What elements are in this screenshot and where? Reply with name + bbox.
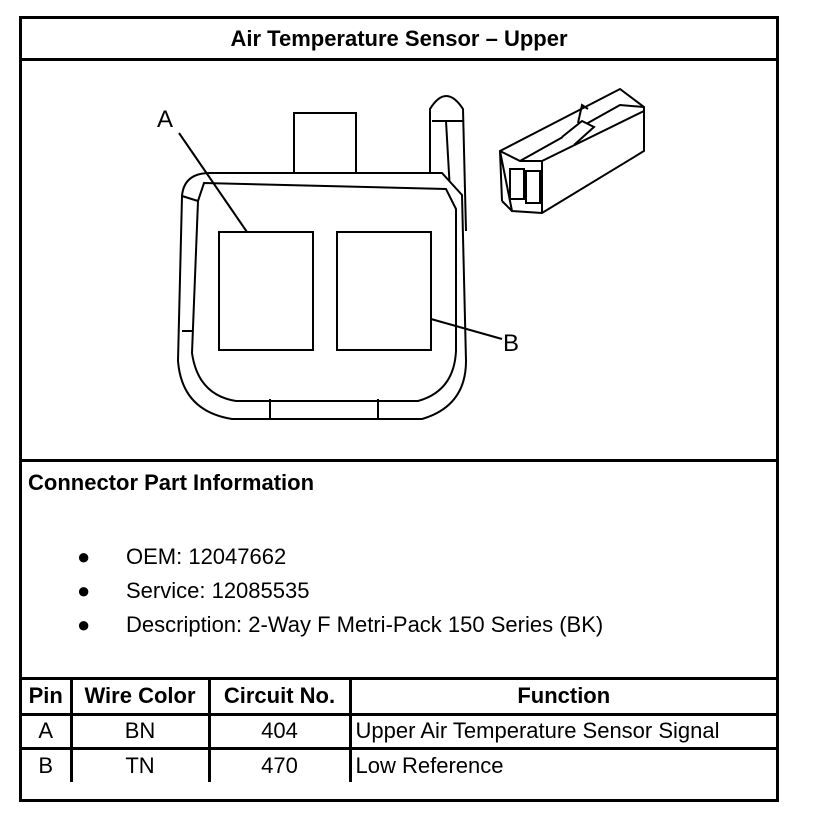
info-heading: Connector Part Information bbox=[28, 470, 315, 495]
header-pin: Pin bbox=[22, 680, 73, 716]
table-row: A BN 404 Upper Air Temperature Sensor Si… bbox=[22, 712, 776, 750]
oem-number: OEM: 12047662 bbox=[126, 544, 287, 569]
cell-function: Low Reference bbox=[348, 746, 776, 782]
callout-b-leader bbox=[430, 318, 503, 340]
header-wire-color: Wire Color bbox=[69, 680, 211, 716]
connector-body-inner bbox=[190, 181, 457, 402]
bullet-icon: ● bbox=[77, 612, 91, 637]
cell-pin: A bbox=[22, 712, 73, 750]
description: Description: 2-Way F Metri-Pack 150 Seri… bbox=[126, 612, 604, 637]
table-header-row: Pin Wire Color Circuit No. Function bbox=[22, 680, 776, 716]
cell-pin: B bbox=[22, 746, 73, 782]
connector-drawing: A B bbox=[22, 61, 776, 462]
latch-tab bbox=[293, 112, 357, 177]
pin-table: Pin Wire Color Circuit No. Function A BN… bbox=[22, 680, 776, 782]
page-title: Air Temperature Sensor – Upper bbox=[22, 19, 776, 61]
connector-illustration: A B bbox=[157, 87, 645, 420]
bullet-icon: ● bbox=[77, 578, 91, 603]
callout-a-label: A bbox=[157, 106, 173, 133]
callout-b-label: B bbox=[503, 330, 519, 357]
connector-part-info: Connector Part Information ● OEM: 120476… bbox=[22, 462, 776, 680]
callout-a-leader bbox=[178, 132, 248, 233]
cell-circuit: 470 bbox=[207, 746, 352, 782]
connector-diagram-sheet: Air Temperature Sensor – Upper bbox=[19, 16, 779, 802]
header-function: Function bbox=[348, 680, 776, 716]
service-number: Service: 12085535 bbox=[126, 578, 310, 603]
bullet-icon: ● bbox=[77, 544, 91, 569]
cell-function: Upper Air Temperature Sensor Signal bbox=[348, 712, 776, 750]
table-row: B TN 470 Low Reference bbox=[22, 746, 776, 782]
terminal-cavity-b bbox=[336, 231, 432, 351]
cell-wire-color: TN bbox=[69, 746, 211, 782]
cell-circuit: 404 bbox=[207, 712, 352, 750]
terminal-cavity-a bbox=[218, 231, 314, 351]
cell-wire-color: BN bbox=[69, 712, 211, 750]
header-circuit: Circuit No. bbox=[207, 680, 352, 716]
connector-isometric-view bbox=[498, 87, 645, 215]
